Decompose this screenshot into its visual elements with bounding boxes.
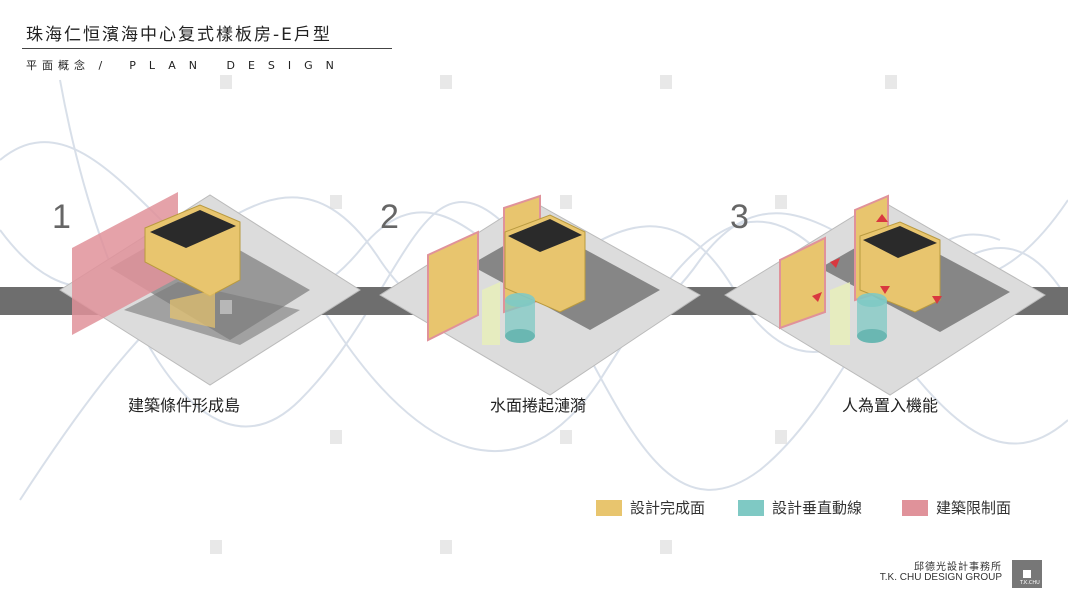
legend-item-finish: 設計完成面: [596, 497, 705, 518]
legend-swatch-restriction: [902, 499, 928, 516]
plan-drawing-1: [59, 192, 361, 386]
legend-swatch-finish: [596, 499, 622, 516]
restriction-wall: [427, 230, 479, 342]
logo-mark-text: T.K.CHU: [1020, 580, 1040, 586]
company-logo: T.K.CHU: [1012, 560, 1042, 588]
arrow-icons: [812, 214, 942, 304]
legend-item-circulation: 設計垂直動線: [738, 497, 862, 518]
step-number-2: 2: [380, 198, 399, 236]
step-caption-1: 建築條件形成島: [127, 396, 241, 415]
step-number-3: 3: [730, 198, 749, 236]
plan-drawing-2: [379, 194, 701, 396]
title-divider: [22, 48, 392, 49]
legend-item-restriction: 建築限制面: [902, 497, 1011, 518]
legend-label-finish: 設計完成面: [630, 499, 706, 517]
legend-label-restriction: 建築限制面: [936, 499, 1012, 517]
step-caption-3: 人為置入機能: [841, 396, 939, 415]
company-name-en: T.K. CHU DESIGN GROUP: [879, 572, 1002, 583]
watermark: [210, 75, 897, 554]
company-name-cn: 邱德光設計事務所: [914, 562, 1002, 573]
legend-swatch-circulation: [738, 499, 764, 516]
finish-panel: [779, 236, 826, 330]
legend-label-circulation: 設計垂直動線: [772, 499, 863, 517]
step-number-1: 1: [52, 198, 71, 236]
page-subtitle: 平面概念 / PLAN DESIGN: [26, 57, 347, 73]
subtitle-en: PLAN DESIGN: [129, 59, 347, 72]
subtitle-cn: 平面概念 /: [26, 59, 108, 72]
step-caption-2: 水面捲起漣漪: [489, 396, 587, 415]
plan-drawing-3: [724, 194, 1046, 396]
page-title: 珠海仁恒濱海中心复式樣板房-E戶型: [26, 25, 332, 45]
